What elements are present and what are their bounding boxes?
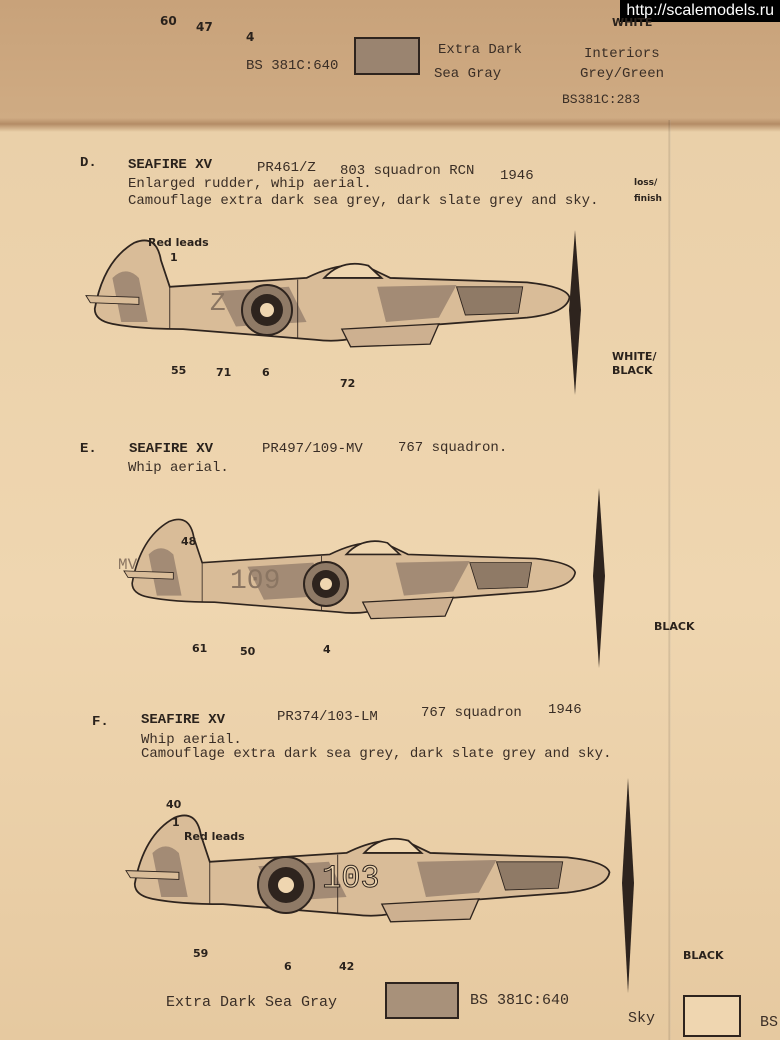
scheme-letter: E. bbox=[80, 441, 97, 457]
note-1: Whip aerial. bbox=[141, 732, 242, 748]
propeller bbox=[593, 488, 605, 668]
sky-code: BS bbox=[760, 1014, 779, 1031]
spinner-label: WHITE/ BLACK bbox=[612, 350, 657, 377]
serial: PR461/Z bbox=[257, 160, 316, 176]
interiors-code: BS381C:283 bbox=[562, 92, 641, 107]
callout: 48 bbox=[181, 535, 197, 548]
interiors-label: Interiors bbox=[584, 46, 660, 62]
prop-label: WHITE bbox=[612, 16, 653, 29]
edsg-swatch bbox=[354, 37, 420, 75]
callout: 61 bbox=[192, 642, 208, 655]
callout: 71 bbox=[216, 366, 232, 379]
callout: 6 bbox=[284, 960, 292, 973]
callout: 40 bbox=[166, 798, 182, 811]
swatch-code: BS 381C:640 bbox=[246, 58, 339, 74]
aircraft-drawing bbox=[84, 239, 571, 348]
side-note-1: loss/ bbox=[634, 178, 658, 188]
roundel bbox=[241, 284, 293, 336]
year: 1946 bbox=[500, 168, 534, 184]
callout: 55 bbox=[171, 364, 187, 377]
watermark[interactable]: http://scalemodels.ru bbox=[620, 0, 780, 22]
edsg-swatch bbox=[385, 982, 459, 1019]
side-note-2: finish bbox=[634, 194, 662, 204]
callout: 72 bbox=[340, 377, 356, 390]
callout: 1 bbox=[172, 816, 180, 829]
callout: 1 bbox=[170, 251, 178, 264]
tail-code: MV bbox=[118, 556, 138, 574]
roundel bbox=[257, 856, 315, 914]
serial: PR497/109-MV bbox=[262, 441, 363, 457]
scheme-letter: F. bbox=[92, 714, 109, 730]
aircraft-type: SEAFIRE XV bbox=[128, 157, 213, 173]
roundel bbox=[303, 561, 349, 607]
callout-47: 47 bbox=[196, 20, 213, 34]
spinner-label: BLACK bbox=[683, 949, 724, 962]
bottom-swatch-label: Extra Dark Sea Gray bbox=[166, 994, 338, 1011]
callout-60: 60 bbox=[160, 14, 177, 28]
fuselage-code: 109 bbox=[230, 566, 281, 597]
unit: 767 squadron bbox=[421, 705, 522, 721]
unit: 803 squadron RCN bbox=[340, 163, 475, 179]
bottom-swatch-code: BS 381C:640 bbox=[470, 992, 570, 1009]
serial: PR374/103-LM bbox=[277, 709, 378, 725]
interiors-color: Grey/Green bbox=[580, 66, 665, 82]
propeller bbox=[622, 778, 634, 993]
year: 1946 bbox=[548, 702, 582, 718]
swatch-label-1: Extra Dark bbox=[438, 42, 523, 58]
aircraft-type: SEAFIRE XV bbox=[141, 712, 226, 728]
note-1: Whip aerial. bbox=[128, 460, 229, 476]
callout: 6 bbox=[262, 366, 270, 379]
aircraft-drawing bbox=[122, 518, 577, 620]
red-leads-label: Red leads bbox=[148, 236, 209, 249]
callout: 50 bbox=[240, 645, 256, 658]
unit: 767 squadron. bbox=[398, 440, 508, 456]
fuselage-code: 103 bbox=[322, 860, 381, 898]
callout-4: 4 bbox=[246, 30, 255, 44]
propeller bbox=[569, 230, 581, 395]
red-leads-label: Red leads bbox=[184, 830, 245, 843]
spinner-label: BLACK bbox=[654, 620, 695, 633]
sky-label: Sky bbox=[628, 1010, 656, 1027]
note-2: Camouflage extra dark sea grey, dark sla… bbox=[128, 193, 599, 209]
note-2: Camouflage extra dark sea grey, dark sla… bbox=[141, 746, 612, 762]
fuselage-code: Z bbox=[210, 288, 226, 318]
scheme-letter: D. bbox=[80, 155, 97, 171]
swatch-label-2: Sea Gray bbox=[434, 66, 502, 82]
note-1: Enlarged rudder, whip aerial. bbox=[128, 176, 372, 192]
callout: 4 bbox=[323, 643, 331, 656]
callout: 59 bbox=[193, 947, 209, 960]
callout: 42 bbox=[339, 960, 355, 973]
aircraft-type: SEAFIRE XV bbox=[129, 441, 214, 457]
sky-swatch bbox=[683, 995, 741, 1037]
paper-fold bbox=[668, 120, 671, 1040]
